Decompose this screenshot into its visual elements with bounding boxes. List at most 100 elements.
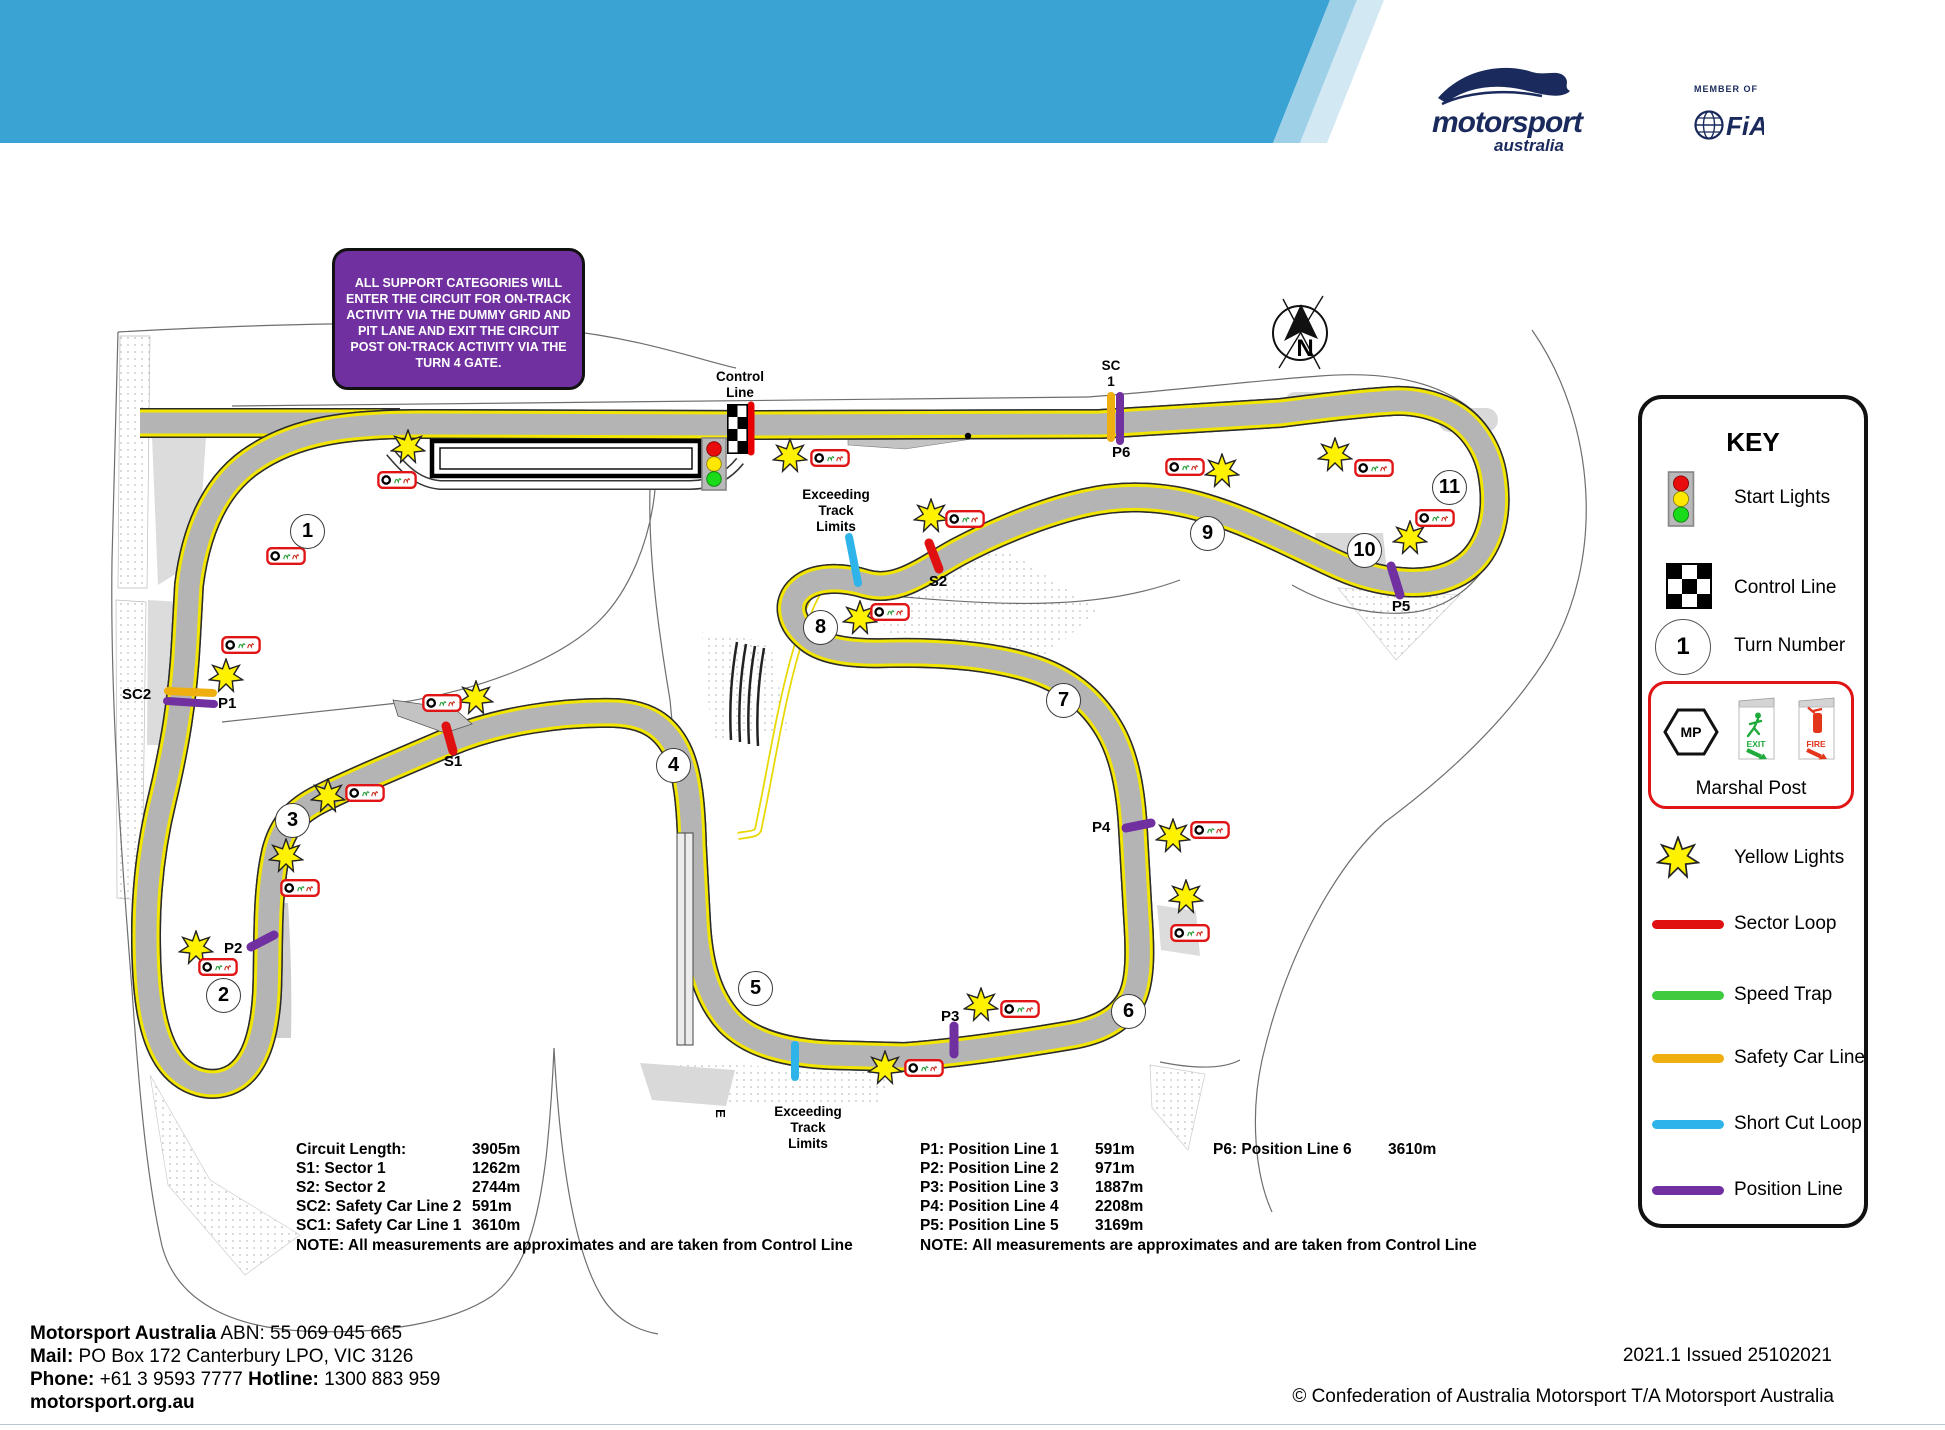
note-line: ALL SUPPORT CATEGORIES WILL [354, 276, 563, 290]
measurement-label: P4: Position Line 4 [920, 1198, 1059, 1215]
yellow-lights-icon [963, 987, 999, 1021]
marshal-post-icon [1354, 459, 1394, 477]
note-line: PIT LANE AND EXIT THE CIRCUIT [358, 324, 559, 338]
fia-logo-icon: FiA [1694, 110, 1764, 141]
pit-lane [386, 448, 744, 490]
footer-mail-value: PO Box 172 Canterbury LPO, VIC 3126 [73, 1346, 414, 1367]
turn-number-8: 8 [803, 610, 838, 645]
speed-trap-swatch [1652, 991, 1724, 1000]
key-turn-number-label: Turn Number [1734, 635, 1846, 656]
marshal-post-icon [870, 603, 910, 621]
key-control-line-label: Control Line [1734, 577, 1837, 598]
yellow-lights-icon [458, 680, 494, 714]
dummy-grid-strip [676, 832, 694, 1046]
p3-label: P3 [941, 1008, 960, 1025]
turn-number-3: 3 [275, 803, 310, 838]
key-speed-trap-label: Speed Trap [1734, 984, 1833, 1005]
measurement-label: P6: Position Line 6 [1213, 1141, 1352, 1158]
measurement-label: Circuit Length: [296, 1141, 407, 1158]
s2-label: S2 [928, 573, 948, 590]
key-start-lights-label: Start Lights [1734, 487, 1831, 508]
position-line-swatch [1652, 1186, 1724, 1195]
marshal-post-icon [377, 471, 417, 489]
kangaroo-logo-icon [1438, 67, 1570, 106]
marshal-post-icon [1000, 1000, 1040, 1018]
key-short-cut-loop-label: Short Cut Loop [1734, 1113, 1862, 1134]
measurement-value: 591m [1095, 1141, 1135, 1158]
measurement-value: 3905m [472, 1141, 521, 1158]
track-outline [131, 401, 1495, 1084]
position-line-1 [163, 697, 218, 708]
grid-hatch-marks [729, 641, 766, 747]
measurement-note: NOTE: All measurements are approximates … [296, 1237, 853, 1254]
footer-hotline-value: 1300 883 959 [318, 1369, 441, 1390]
marshal-post-icon [280, 879, 320, 897]
measurement-value: 591m [472, 1198, 512, 1215]
marshal-post-icon [1165, 458, 1205, 476]
turn-number-7: 7 [1046, 683, 1081, 718]
measurement-value: 3610m [1388, 1141, 1437, 1158]
turn-number-9: 9 [1190, 516, 1225, 551]
exit-sign-icon [1739, 698, 1774, 760]
footer-org-name: Motorsport Australia [30, 1323, 217, 1344]
member-of-label: MEMBER OF [1694, 84, 1758, 94]
turn-number-2: 2 [206, 978, 241, 1013]
yellow-lights-icon [1155, 818, 1191, 852]
measurement-label: S1: Sector 1 [296, 1160, 386, 1177]
safety-car-line-swatch [1652, 1054, 1724, 1063]
footer-hotline-label: Hotline: [248, 1369, 319, 1390]
marshal-post-icon [945, 510, 985, 528]
key-panel: KEY Start Lights Control Line 1 Turn Num… [1638, 395, 1868, 1228]
note-line: ACTIVITY VIA THE DUMMY GRID AND [346, 308, 571, 322]
key-safety-car-line-label: Safety Car Line [1734, 1047, 1865, 1068]
turn-number-10: 10 [1347, 533, 1382, 568]
track-dot-marker [964, 432, 972, 440]
key-marshal-post-label: Marshal Post [1695, 778, 1807, 799]
turn-number-6: 6 [1111, 994, 1146, 1029]
measurement-value: 1887m [1095, 1179, 1144, 1196]
s1-label: S1 [443, 753, 463, 770]
measurement-label: P1: Position Line 1 [920, 1141, 1059, 1158]
footer-org-line: Motorsport Australia ABN: 55 069 045 665 [30, 1323, 402, 1345]
short-cut-loop-swatch [1652, 1120, 1724, 1129]
footer-version: 2021.1 Issued 25102021 [1622, 1345, 1832, 1366]
measurement-value: 3169m [1095, 1217, 1144, 1234]
footer-abn: ABN: 55 069 045 665 [216, 1323, 403, 1344]
key-yellow-lights-label: Yellow Lights [1734, 847, 1845, 868]
gate-e-label: E [712, 1109, 728, 1118]
fia-wordmark: FiA [1726, 111, 1764, 141]
marshal-post-icon [904, 1059, 944, 1077]
yellow-lights-icon [772, 438, 808, 472]
measurement-note: NOTE: All measurements are approximates … [920, 1237, 1477, 1254]
footer-mail-label: Mail: [30, 1346, 74, 1367]
turn-number-5: 5 [738, 971, 773, 1006]
measurement-label: S2: Sector 2 [296, 1179, 386, 1196]
key-position-line-label: Position Line [1734, 1179, 1843, 1200]
footer-copyright: © Confederation of Australia Motorsport … [1292, 1386, 1834, 1407]
measurement-label: SC1: Safety Car Line 1 [296, 1217, 462, 1234]
measurement-label: P3: Position Line 3 [920, 1179, 1059, 1196]
brand-sub-wordmark: australia [1494, 136, 1564, 155]
note-line: ENTER THE CIRCUIT FOR ON-TRACK [346, 292, 571, 306]
mp-hexagon-label: MP [1681, 724, 1702, 740]
note-line: TURN 4 GATE. [415, 356, 502, 370]
footer-phone-label: Phone: [30, 1369, 95, 1390]
sector-loop-s2 [924, 538, 944, 574]
marshal-post-icon [345, 784, 385, 802]
position-line-4 [1121, 818, 1156, 833]
control-line-flag-icon [1666, 563, 1712, 609]
page-bottom-divider [0, 1424, 1945, 1425]
marshal-post-legend-box: MP Marshal Post [1648, 681, 1854, 809]
brand-wordmark: motorsport [1432, 106, 1583, 139]
measurement-value: 2208m [1095, 1198, 1144, 1215]
marshal-post-icon [1190, 821, 1230, 839]
sector-loop-swatch [1652, 920, 1724, 929]
marshal-post-icon [221, 636, 261, 654]
footer-phone-line: Phone: +61 3 9593 7777 Hotline: 1300 883… [30, 1369, 440, 1391]
start-lights-icon [1667, 471, 1695, 527]
sc2-label: SC2 [122, 686, 152, 703]
measurement-label: P2: Position Line 2 [920, 1160, 1059, 1177]
